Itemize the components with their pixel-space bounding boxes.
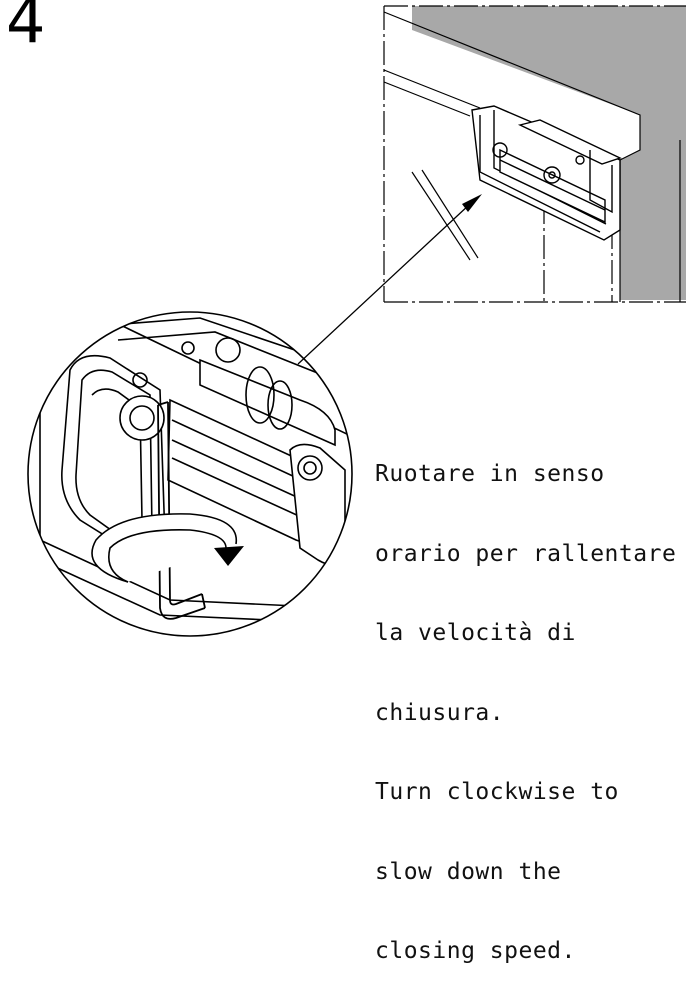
magnifier-circle — [27, 311, 353, 637]
inset-closer — [471, 105, 622, 241]
step-number: 4 — [6, 0, 46, 57]
instruction-italian-line-4: chiusura. — [375, 699, 505, 726]
assembly-diagram — [27, 5, 686, 637]
door-top-edge — [383, 69, 481, 109]
instruction-italian-line-2: orario per rallentare — [375, 540, 677, 567]
inset-key-line-2 — [421, 169, 479, 259]
instruction-english-line-3: closing speed. — [375, 938, 576, 964]
door-top-edge-2 — [383, 81, 471, 117]
instruction-italian-line-3: la velocità di — [375, 620, 576, 646]
wall-edge — [383, 11, 641, 161]
inset-view — [383, 5, 686, 303]
instruction-italian-line-1: Ruotare in senso — [375, 461, 605, 487]
instructions-text: Ruotare in senso orario per rallentare l… — [375, 408, 676, 991]
instruction-english-line-1: Turn clockwise to — [375, 779, 619, 805]
inset-key-line-1 — [411, 171, 471, 261]
clockwise-arrow-icon — [91, 513, 244, 583]
wall-shade — [412, 6, 686, 300]
magnified-detail — [39, 317, 352, 636]
leader-arrow — [297, 194, 482, 365]
instruction-english-line-2: slow down the — [375, 858, 562, 885]
